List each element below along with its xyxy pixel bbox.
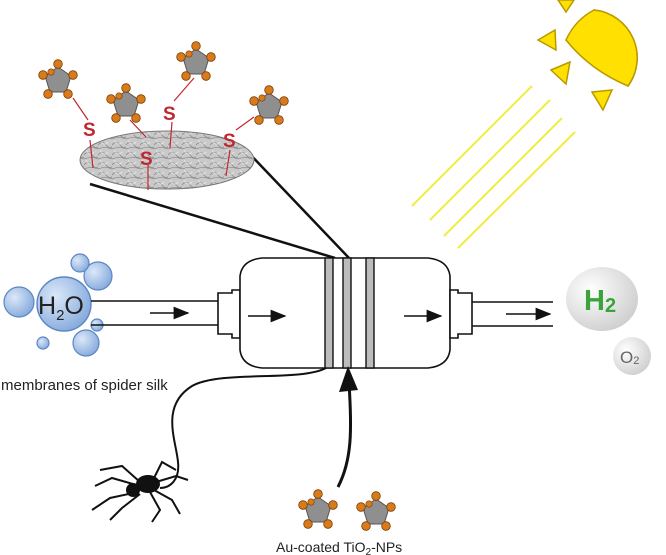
water-sub: 2 — [56, 307, 64, 324]
silk-membrane-icon — [79, 130, 255, 190]
silk-membrane — [365, 257, 375, 369]
silk-thread — [159, 367, 327, 489]
sulfur-label: S — [83, 120, 96, 141]
nanoparticle-icon — [356, 491, 396, 531]
sulfur-label: S — [223, 131, 236, 152]
silk-membrane — [324, 257, 334, 369]
light-rays — [411, 85, 576, 249]
hydrogen-sub: 2 — [605, 295, 616, 317]
nanoparticle-icon — [38, 59, 78, 99]
oxygen-o: O — [620, 348, 633, 367]
sulfur-label: S — [140, 149, 153, 170]
nanoparticle-icon — [249, 85, 289, 125]
nanoparticle-icon — [106, 83, 146, 123]
membranes-label: membranes of spider silk — [1, 377, 168, 394]
spider-icon — [91, 460, 189, 523]
svg-text:H2O: H2O — [38, 292, 84, 324]
nanoparticles-label-post: -NPs — [371, 539, 402, 555]
silk-membrane — [342, 257, 352, 369]
water-o: O — [64, 292, 83, 320]
svg-text:H2: H2 — [584, 285, 616, 317]
oxygen-sub: 2 — [633, 355, 639, 367]
water-bubbles — [3, 253, 113, 357]
oxygen-bubble: O2 — [613, 337, 651, 375]
nanoparticles-label: Au-coated TiO2-NPs — [276, 539, 402, 555]
hydrogen-h: H — [584, 285, 605, 317]
outlet-pipe — [449, 289, 553, 339]
silk-membrane-stack — [324, 257, 375, 369]
nanoparticle-icon — [298, 489, 338, 529]
sun-icon — [536, 0, 638, 112]
zoom-lines — [89, 147, 350, 260]
nanoparticle-arrowhead — [339, 366, 358, 392]
water-molecule-bubble: H2O — [36, 276, 92, 332]
water-h: H — [38, 292, 56, 320]
thiol-linkers — [72, 77, 255, 190]
nanoparticle-icon — [176, 41, 216, 81]
hydrogen-bubble: H2 — [566, 267, 638, 331]
inlet-pipe — [91, 289, 241, 339]
sulfur-label: S — [163, 104, 176, 125]
svg-text:O2: O2 — [620, 348, 639, 367]
nanoparticles-label-pre: Au-coated TiO — [276, 539, 366, 555]
nanoparticles-label-sub: 2 — [366, 547, 372, 555]
nanoparticle-arrow — [336, 382, 353, 488]
